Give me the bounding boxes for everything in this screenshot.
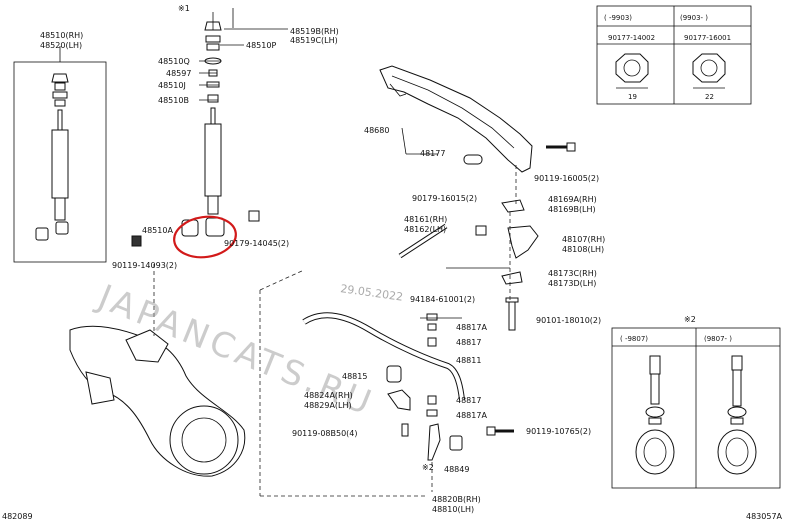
label-48108: 48108(LH) [562,245,604,254]
inset-nut-col1-dim: 19 [628,93,637,101]
highlight-circle [173,215,237,259]
inset-nut-box [596,5,752,105]
label-48173D: 48173D(LH) [548,279,596,288]
label-90119-16005: 90119-16005(2) [534,174,599,183]
watermark-date: 29.05.2022 [340,282,404,304]
spare-shock-absorber [35,73,69,241]
footer-left-code: 482089 [2,512,33,521]
note-star2-top: ※2 [684,315,696,324]
inset-link-box [611,327,781,489]
label-48815: 48815 [342,372,367,381]
inset-nut-col2-dim: 22 [705,93,714,101]
label-90101: 90101-18010(2) [536,316,601,325]
label-48824A: 48824A(RH) [304,391,353,400]
label-48519C: 48519C(LH) [290,36,338,45]
label-48510-rh: 48510(RH) [40,31,83,40]
knuckle-hub-sketch [69,325,246,477]
label-48817-top: 48817 [456,338,481,347]
label-48510P: 48510P [246,41,276,50]
note-star1: ※1 [178,4,190,13]
inset-nut-col2-header: (9903- ) [680,14,708,22]
label-48169B: 48169B(LH) [548,205,596,214]
inset-nut-col2-part: 90177-16001 [684,34,731,42]
label-48162: 48162(LH) [404,225,446,234]
inset-link-col2-header: (9807- ) [704,335,732,343]
label-48849: 48849 [444,465,469,474]
label-48161: 48161(RH) [404,215,447,224]
label-48810: 48810(LH) [432,505,474,514]
label-48817A-top: 48817A [456,323,487,332]
inset-nut-col1-header: ( -9903) [604,14,632,22]
label-48169A: 48169A(RH) [548,195,597,204]
bolt-90119-16005 [546,142,576,152]
label-94184: 94184-61001(2) [410,295,475,304]
label-48177: 48177 [420,149,445,158]
frame-crossmember [379,65,533,173]
label-48817-bot: 48817 [456,396,481,405]
label-48817A-bot: 48817A [456,411,487,420]
label-48520-lh: 48520(LH) [40,41,82,50]
stabilizer-brackets [398,199,539,331]
label-48510Q: 48510Q [158,57,190,66]
label-48510B: 48510B [158,96,189,105]
label-90119-08B50: 90119-08B50(4) [292,429,358,438]
label-48597: 48597 [166,69,191,78]
label-90119-14093: 90119-14093(2) [112,261,177,270]
label-48510A: 48510A [142,226,173,235]
label-48173C: 48173C(RH) [548,269,597,278]
label-90179-14045: 90179-14045(2) [224,239,289,248]
label-48107: 48107(RH) [562,235,605,244]
stabilizer-bar [302,312,514,461]
label-90179-16015: 90179-16015(2) [412,194,477,203]
label-48811: 48811 [456,356,481,365]
label-48829A: 48829A(LH) [304,401,352,410]
inset-link-col1-header: ( -9807) [620,335,648,343]
shock-absorber-assembly [131,21,260,247]
stopper-48177 [463,154,483,165]
label-90119-10765: 90119-10765(2) [526,427,591,436]
label-48510J: 48510J [158,81,186,90]
label-48820B: 48820B(RH) [432,495,481,504]
label-48519B: 48519B(RH) [290,27,339,36]
note-star2-bottom: ※2 [422,463,434,472]
inset-nut-col1-part: 90177-14002 [608,34,655,42]
label-48680: 48680 [364,126,389,135]
footer-right-code: 483057A [746,512,783,521]
